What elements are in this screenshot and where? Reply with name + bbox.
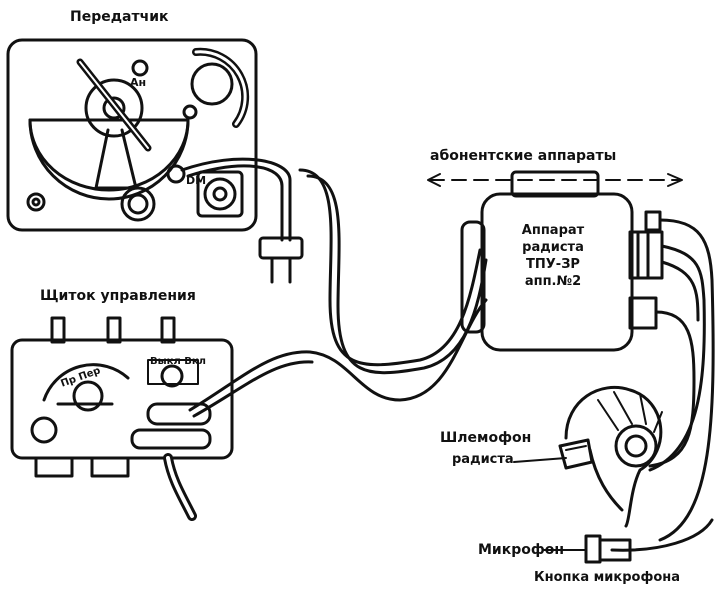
headset [560, 387, 662, 526]
tpu-unit-line: апп.№2 [498, 273, 608, 290]
headset-label-line-1: Шлемофон [440, 430, 531, 446]
control-panel-title: Щиток управления [40, 288, 196, 304]
tpu-unit-line: Аппарат [498, 222, 608, 239]
mic-button-label: Кнопка микрофона [534, 570, 680, 585]
transmitter-unit [8, 40, 256, 230]
transmitter-dm-label: DM [186, 174, 206, 187]
transmitter-title: Передатчик [70, 9, 169, 25]
transmitter-an-label: Ан [130, 76, 146, 89]
subscriber-apparatus-title: абонентские аппараты [430, 148, 616, 164]
tpu-unit-line: радиста [498, 239, 608, 256]
headset-label-line-2: радиста [452, 452, 514, 467]
tpu-unit-line: ТПУ-ЗР [498, 256, 608, 273]
control-panel-unit [12, 318, 232, 516]
cables [182, 159, 486, 416]
microphone-label: Микрофон [478, 542, 564, 558]
tpu-unit-label: Аппарат радиста ТПУ-ЗР апп.№2 [498, 222, 608, 290]
control-selector-label: Выкл Вкл [150, 356, 206, 367]
